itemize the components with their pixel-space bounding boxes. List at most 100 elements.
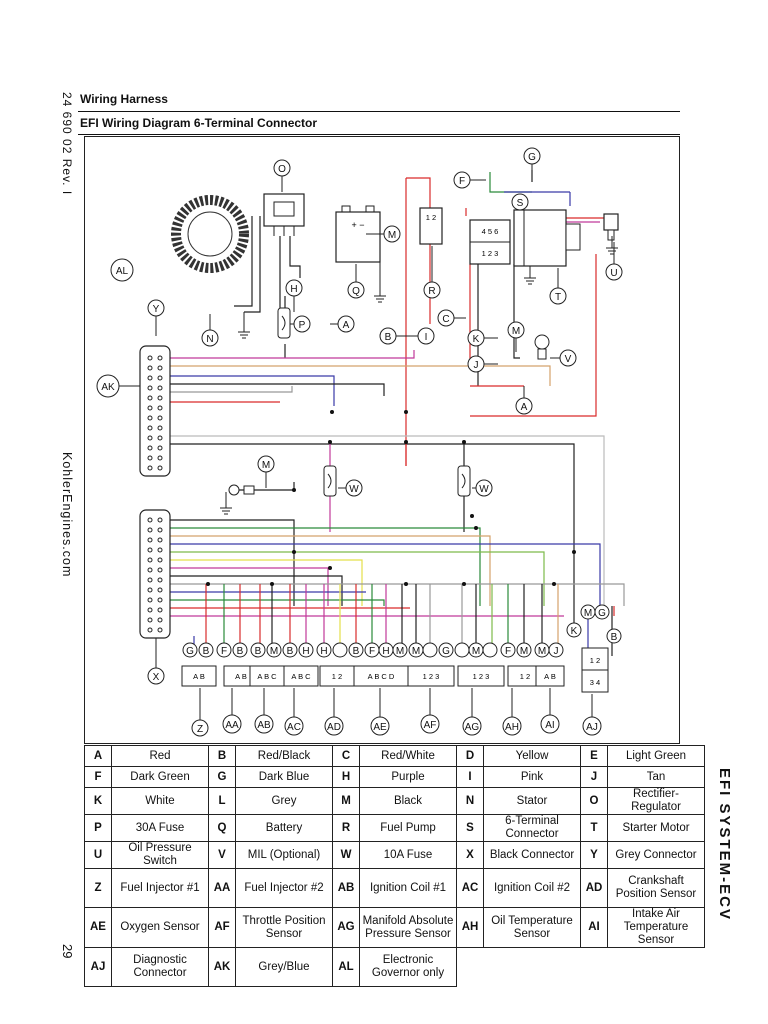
callout-g-b: G — [182, 642, 198, 658]
callout-m-b6: M — [534, 642, 550, 658]
svg-text:N: N — [206, 334, 213, 345]
callout-ag: AG — [462, 716, 482, 736]
starter-motor — [513, 209, 581, 267]
svg-text:AG: AG — [465, 722, 480, 733]
svg-text:G: G — [186, 646, 194, 657]
callout-h-b2: H — [316, 642, 332, 658]
svg-text:W: W — [479, 484, 489, 495]
svg-text:B: B — [611, 632, 618, 643]
callout-l-b1 — [422, 642, 438, 658]
callout-a-mid: A — [515, 397, 533, 415]
fuse-10a-left — [323, 465, 337, 497]
legend-code: AC — [456, 868, 484, 908]
callout-x: X — [147, 667, 165, 685]
header-rule — [78, 111, 680, 112]
legend-name: Purple — [359, 766, 457, 788]
legend-name: Grey Connector — [607, 841, 705, 869]
svg-text:H: H — [320, 646, 327, 657]
legend-code: Y — [580, 841, 608, 869]
legend-code: AI — [580, 907, 608, 948]
svg-text:R: R — [428, 286, 435, 297]
svg-text:S: S — [517, 198, 524, 209]
legend-name: MIL (Optional) — [235, 841, 333, 869]
section-heading: Wiring Harness — [80, 92, 168, 106]
legend-name: Tan — [607, 766, 705, 788]
svg-text:AK: AK — [101, 382, 115, 393]
legend-name: Oil Pressure Switch — [111, 841, 209, 869]
svg-text:K: K — [473, 334, 480, 345]
svg-text:B: B — [203, 646, 210, 657]
svg-text:B: B — [287, 646, 294, 657]
legend-code: AG — [332, 907, 360, 948]
legend-code: I — [456, 766, 484, 788]
svg-text:M: M — [512, 326, 520, 337]
legend-empty-cell — [457, 948, 484, 987]
legend-name: Oxygen Sensor — [111, 907, 209, 948]
svg-text:F: F — [459, 176, 465, 187]
legend-code: H — [332, 766, 360, 788]
svg-text:G: G — [528, 152, 536, 163]
svg-text:Z: Z — [197, 724, 203, 735]
fuel-injector-2-pins: A B — [235, 672, 247, 681]
legend-code: P — [84, 814, 112, 842]
callout-m-mid: M — [507, 321, 525, 339]
legend-name: Manifold Absolute Pressure Sensor — [359, 907, 457, 948]
fuse-10a-right — [457, 465, 471, 497]
svg-text:AE: AE — [373, 722, 387, 733]
callout-group: O G F S M Q R T U AL Y N H P A B I C K M… — [96, 147, 623, 737]
fuel-pump-connector: 1 2 — [419, 207, 443, 245]
legend-code: E — [580, 745, 608, 767]
callout-r: R — [423, 281, 441, 299]
callout-j-b1: J — [548, 642, 564, 658]
callout-ak: AK — [96, 374, 120, 398]
svg-text:AL: AL — [116, 266, 129, 277]
callout-ah: AH — [502, 716, 522, 736]
throttle-sensor-pins: 1 2 3 — [423, 672, 440, 681]
svg-text:AF: AF — [424, 720, 437, 731]
svg-text:U: U — [610, 268, 617, 279]
bottom-connectors: A B A B A B C A B C 1 2 A B C D 1 2 3 1 … — [181, 647, 609, 693]
website: KohlerEngines.com — [60, 452, 74, 578]
legend-code: G — [208, 766, 236, 788]
svg-text:V: V — [565, 354, 572, 365]
callout-al: AL — [110, 258, 134, 282]
legend-code: K — [84, 787, 112, 815]
legend-code: V — [208, 841, 236, 869]
document-number: 24 690 02 Rev. I — [60, 92, 74, 196]
grey-connector — [139, 345, 171, 477]
legend-code: AJ — [84, 947, 112, 987]
callout-k-top: K — [467, 329, 485, 347]
legend-name: Oil Temperature Sensor — [483, 907, 581, 948]
callout-b-b4: B — [282, 642, 298, 658]
legend-code: F — [84, 766, 112, 788]
callout-ab: AB — [254, 714, 274, 734]
svg-text:W: W — [349, 484, 359, 495]
callout-z: Z — [191, 719, 209, 737]
callout-l-b2 — [454, 642, 470, 658]
callout-b-top: B — [379, 327, 397, 345]
svg-text:Q: Q — [352, 286, 360, 297]
legend-code: L — [208, 787, 236, 815]
callout-h-b1: H — [298, 642, 314, 658]
legend-code: A — [84, 745, 112, 767]
legend-name: 6-Terminal Connector — [483, 814, 581, 842]
battery-terminals: + − — [351, 220, 364, 230]
callout-g-b2: G — [438, 642, 454, 658]
callout-w-right: W — [475, 479, 493, 497]
six-terminal-top-pins: 4 5 6 — [482, 227, 499, 236]
wire-junctions — [206, 410, 576, 586]
callout-o: O — [273, 159, 291, 177]
callout-m-b1: M — [266, 642, 282, 658]
callout-f-b3: F — [500, 642, 516, 658]
svg-text:AH: AH — [505, 722, 519, 733]
callout-c: C — [437, 309, 455, 327]
svg-text:K: K — [571, 626, 578, 637]
svg-text:H: H — [382, 646, 389, 657]
legend-code: AA — [208, 868, 236, 908]
legend-name: Fuel Injector #2 — [235, 868, 333, 908]
legend-code: AL — [332, 947, 360, 987]
legend-name: Dark Green — [111, 766, 209, 788]
